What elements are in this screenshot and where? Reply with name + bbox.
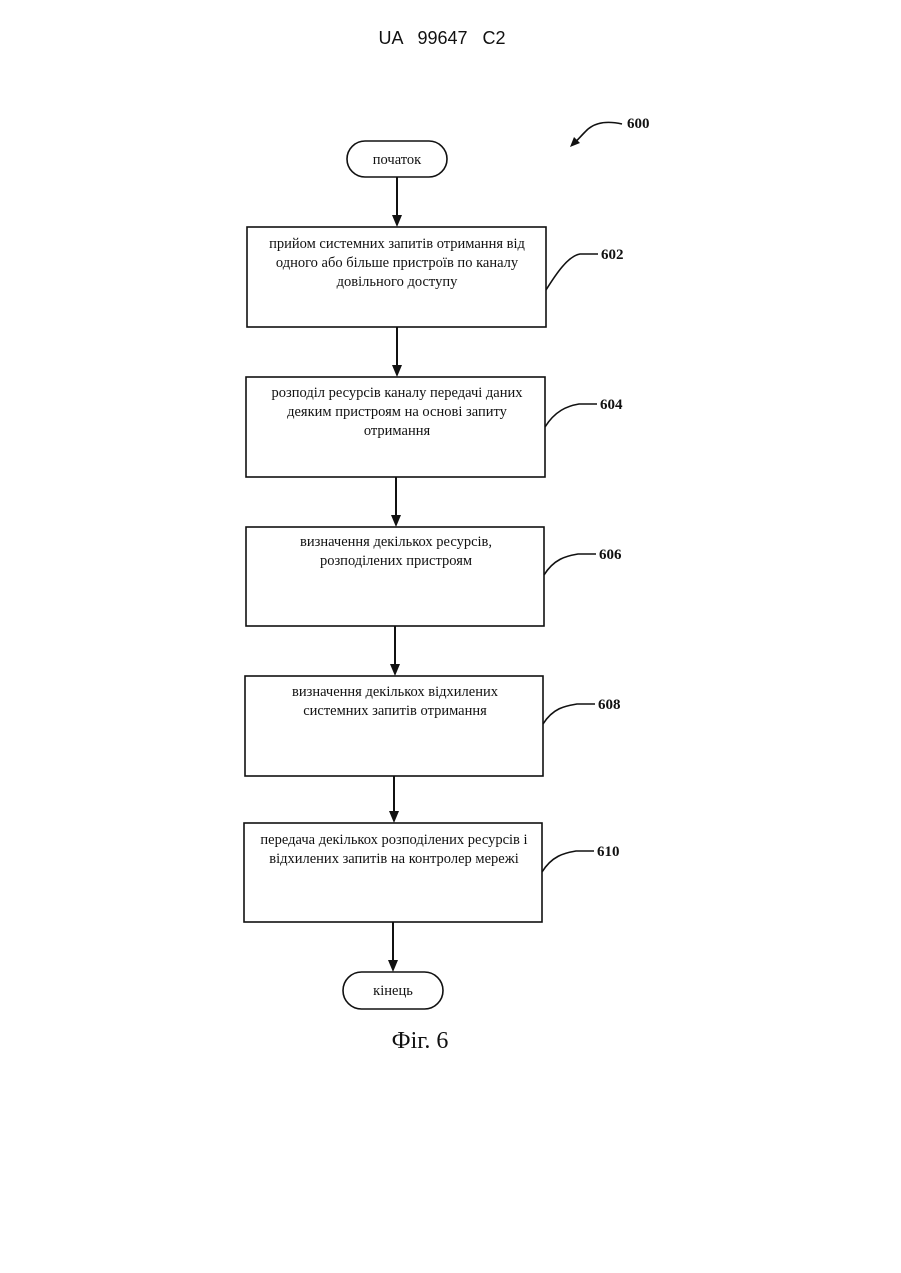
step-602-text-line: довільного доступу bbox=[337, 274, 458, 290]
leader-line-606 bbox=[544, 554, 596, 575]
arrow-606-to-608-head bbox=[390, 664, 400, 676]
arrow-start-to-602-head bbox=[392, 215, 402, 227]
arrow-604-to-606-head bbox=[391, 515, 401, 527]
end-label: кінець bbox=[373, 983, 413, 999]
arrow-610-to-end-head bbox=[388, 960, 398, 972]
figure-ref-label: 600 bbox=[627, 116, 650, 132]
step-602-text-line: одного або більше пристроїв по каналу bbox=[276, 255, 519, 271]
leader-line-604 bbox=[545, 404, 597, 427]
figure-ref-leader bbox=[574, 122, 622, 143]
leader-line-608 bbox=[543, 704, 595, 724]
leader-line-610 bbox=[542, 851, 594, 872]
step-602-text-line: прийом системних запитів отримання від bbox=[269, 236, 525, 252]
reference-label-602: 602 bbox=[601, 247, 624, 263]
figure-caption: Фіг. 6 bbox=[392, 1028, 449, 1054]
arrow-602-to-604-head bbox=[392, 365, 402, 377]
step-604-text-line: деяким пристроям на основі запиту bbox=[287, 404, 508, 420]
step-606-text-line: розподілених пристроям bbox=[320, 553, 472, 569]
reference-label-606: 606 bbox=[599, 547, 622, 563]
step-606-text-line: визначення декількох ресурсів, bbox=[300, 534, 492, 550]
step-604-text-line: отримання bbox=[364, 423, 431, 439]
step-608-text-line: системних запитів отримання bbox=[303, 703, 487, 719]
reference-label-608: 608 bbox=[598, 697, 621, 713]
step-604-text-line: розподіл ресурсів каналу передачі даних bbox=[272, 385, 524, 401]
start-label: початок bbox=[373, 152, 422, 168]
publication-number: UA 99647 C2 bbox=[378, 28, 505, 48]
step-608-text-line: визначення декількох відхилених bbox=[292, 684, 499, 700]
step-610-text-line: передача декількох розподілених ресурсів… bbox=[260, 832, 527, 848]
arrow-608-to-610-head bbox=[389, 811, 399, 823]
reference-label-604: 604 bbox=[600, 397, 623, 413]
reference-label-610: 610 bbox=[597, 844, 620, 860]
leader-line-602 bbox=[546, 254, 598, 290]
step-610-text-line: відхилених запитів на контролер мережі bbox=[269, 851, 519, 867]
